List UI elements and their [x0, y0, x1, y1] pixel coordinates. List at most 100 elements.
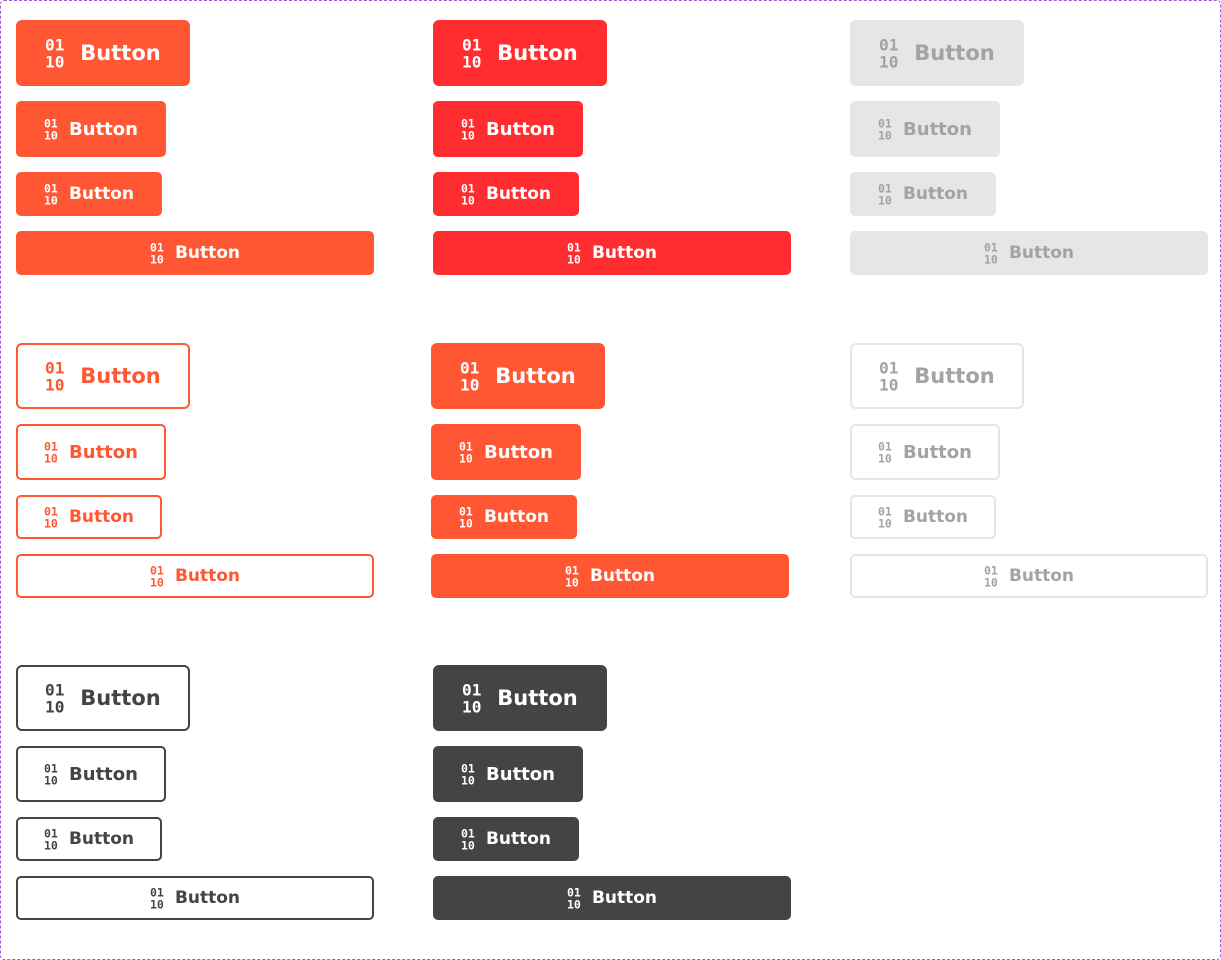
svg-text:10: 10 [462, 698, 481, 715]
button-label: Button [903, 118, 972, 140]
button-label: Button [174, 566, 241, 586]
button-label: Button [485, 829, 552, 849]
svg-text:10: 10 [44, 451, 58, 464]
svg-text:10: 10 [459, 451, 473, 464]
svg-text:10: 10 [44, 773, 58, 786]
svg-text:01: 01 [460, 359, 479, 378]
svg-text:10: 10 [879, 376, 898, 393]
button-label: Button [902, 507, 969, 527]
svg-text:01: 01 [462, 681, 481, 700]
svg-text:01: 01 [984, 564, 998, 577]
svg-text:10: 10 [150, 575, 164, 588]
svg-text:10: 10 [567, 252, 581, 265]
svg-text:01: 01 [44, 505, 58, 518]
svg-text:01: 01 [878, 505, 892, 518]
button-label: Button [174, 888, 241, 908]
svg-text:01: 01 [984, 241, 998, 254]
svg-text:01: 01 [878, 440, 892, 453]
svg-text:01: 01 [150, 886, 164, 899]
button-label: Button [1008, 566, 1075, 586]
svg-text:10: 10 [878, 193, 892, 206]
button-label: Button [486, 118, 555, 140]
button-label: Button [495, 364, 576, 388]
svg-text:10: 10 [150, 252, 164, 265]
svg-text:01: 01 [565, 564, 579, 577]
svg-text:01: 01 [45, 36, 64, 55]
button-label: Button [1008, 243, 1075, 263]
button-label: Button [80, 41, 161, 65]
svg-text:01: 01 [567, 241, 581, 254]
button-label: Button [591, 888, 658, 908]
svg-text:10: 10 [878, 128, 892, 141]
svg-text:10: 10 [567, 897, 581, 910]
button-label: Button [914, 364, 995, 388]
button-label: Button [174, 243, 241, 263]
svg-text:01: 01 [461, 117, 475, 130]
svg-text:10: 10 [44, 193, 58, 206]
button-label: Button [497, 686, 578, 710]
svg-text:10: 10 [879, 53, 898, 70]
svg-text:10: 10 [565, 575, 579, 588]
svg-text:10: 10 [461, 773, 475, 786]
svg-text:10: 10 [461, 128, 475, 141]
button-label: Button [68, 829, 135, 849]
svg-text:01: 01 [461, 762, 475, 775]
svg-text:01: 01 [44, 117, 58, 130]
svg-text:10: 10 [878, 451, 892, 464]
svg-text:01: 01 [878, 117, 892, 130]
button-label: Button [485, 184, 552, 204]
svg-text:10: 10 [461, 193, 475, 206]
button-label: Button [591, 243, 658, 263]
svg-text:10: 10 [45, 376, 64, 393]
button-label: Button [80, 364, 161, 388]
svg-text:01: 01 [44, 440, 58, 453]
svg-text:10: 10 [44, 516, 58, 529]
